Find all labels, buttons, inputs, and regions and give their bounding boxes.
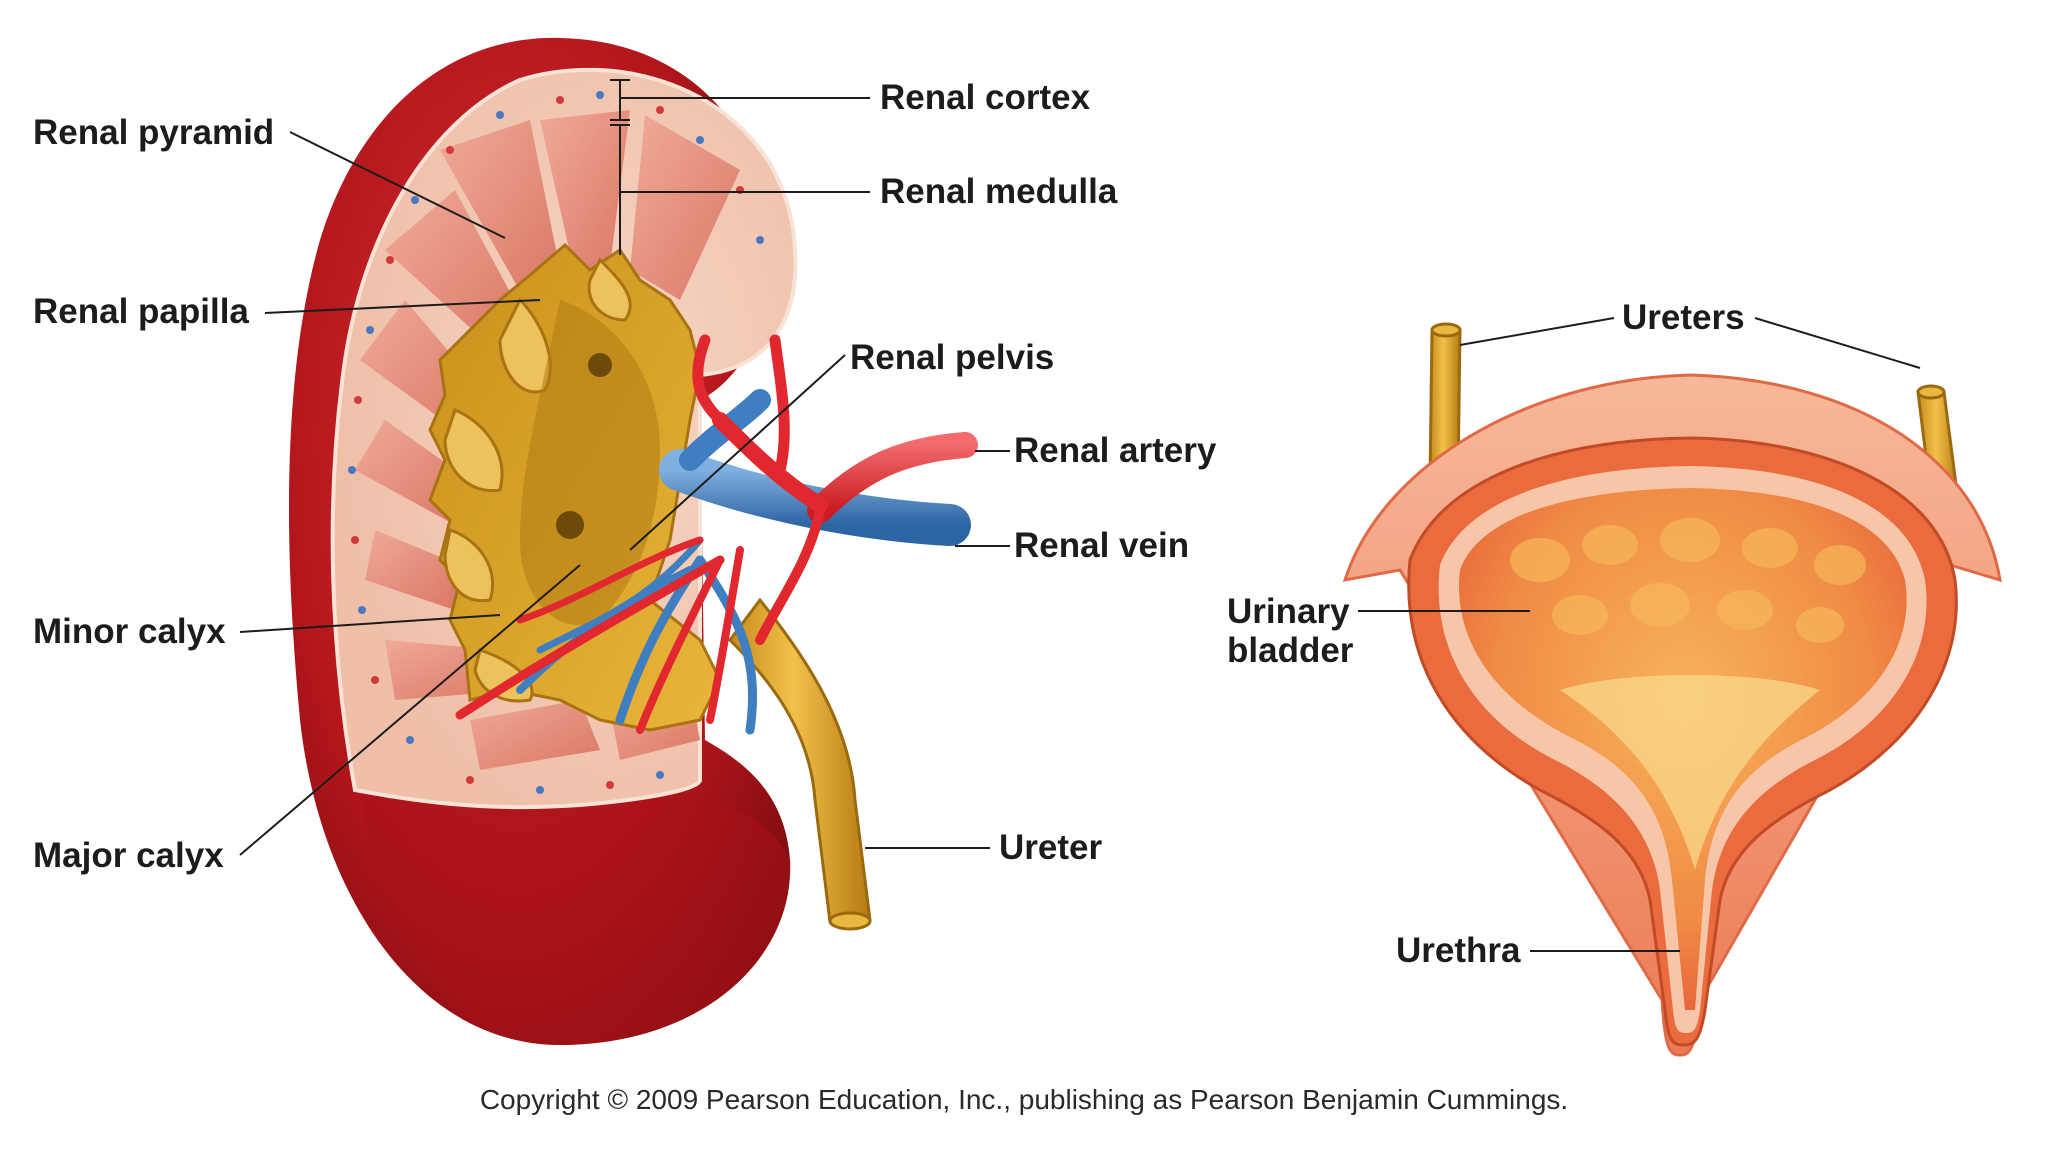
bladder-trigone bbox=[1560, 675, 1820, 870]
renal-pyramid-2 bbox=[440, 120, 560, 300]
renal-pyramid-7 bbox=[365, 530, 460, 610]
label-urethra: Urethra bbox=[1396, 931, 1521, 970]
left-ureter-opening bbox=[1430, 322, 1462, 338]
renal-pyramid-leader bbox=[289, 131, 506, 239]
renal-papilla-leader bbox=[264, 299, 541, 314]
label-renal-vein: Renal vein bbox=[1014, 526, 1190, 565]
label-renal-pelvis: Renal pelvis bbox=[850, 338, 1055, 377]
copyright-notice: Copyright © 2009 Pearson Education, Inc.… bbox=[479, 1084, 1569, 1115]
minor-calyx-2 bbox=[443, 408, 504, 493]
right-ureter-opening bbox=[1916, 384, 1946, 400]
label-renal-cortex: Renal cortex bbox=[880, 78, 1091, 117]
label-urinary-bladder-line2: bladder bbox=[1227, 630, 1354, 670]
ureter-end bbox=[828, 911, 872, 931]
minor-calyx-5 bbox=[587, 257, 632, 322]
renal-artery-vessels bbox=[455, 334, 978, 734]
bladder bbox=[1342, 322, 2002, 1057]
label-ureters: Ureters bbox=[1622, 298, 1745, 337]
renal-pelvis-interior bbox=[520, 300, 660, 626]
ureters-left-leader bbox=[1459, 317, 1615, 346]
renal-pyramid-1 bbox=[540, 110, 630, 275]
label-renal-pyramid: Renal pyramid bbox=[33, 113, 275, 152]
renal-pelvis-leader bbox=[629, 354, 846, 551]
calyx-opening-2 bbox=[556, 511, 584, 539]
label-minor-calyx: Minor calyx bbox=[33, 612, 226, 651]
renal-medulla-leader bbox=[610, 124, 870, 255]
renal-pyramid-3 bbox=[630, 115, 740, 300]
label-urinary-bladder: Urinary bladder bbox=[1227, 592, 1367, 670]
label-urinary-bladder-line1: Urinary bbox=[1227, 592, 1350, 631]
kidney bbox=[288, 37, 978, 1046]
minor-calyx-leader bbox=[239, 614, 501, 633]
label-renal-medulla: Renal medulla bbox=[880, 172, 1118, 211]
kidney-capsule-shadow bbox=[360, 790, 791, 1045]
label-renal-artery: Renal artery bbox=[1014, 431, 1217, 470]
label-renal-papilla: Renal papilla bbox=[33, 292, 249, 331]
leader-lines bbox=[239, 79, 1921, 952]
renal-pyramid-9 bbox=[470, 700, 600, 770]
major-calyx-leader bbox=[239, 564, 581, 856]
bladder-rugae bbox=[1510, 518, 1866, 643]
label-ureter: Ureter bbox=[999, 828, 1103, 867]
calyx-opening-1 bbox=[588, 353, 612, 377]
cortex-vessel-dots bbox=[348, 91, 764, 794]
minor-calyx-3 bbox=[443, 528, 495, 603]
label-major-calyx: Major calyx bbox=[33, 836, 224, 875]
ureters-right-leader bbox=[1754, 317, 1921, 369]
renal-cortex-leader bbox=[610, 79, 870, 121]
